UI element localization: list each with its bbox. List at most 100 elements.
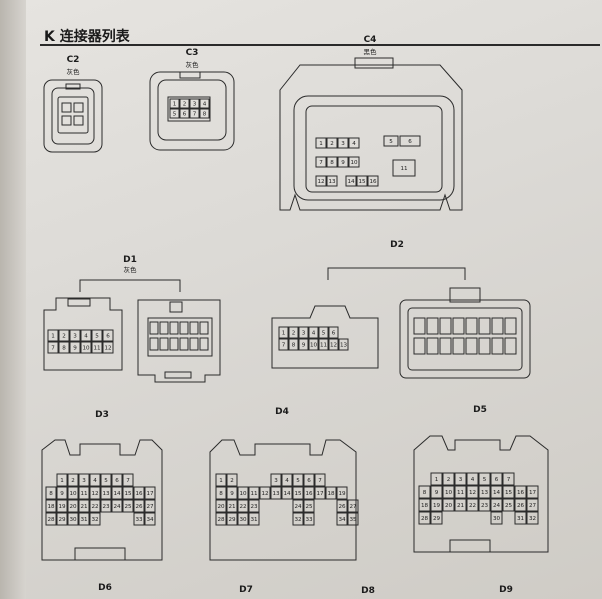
d1-name: D1 bbox=[123, 255, 137, 265]
pin-number: 28 bbox=[217, 517, 225, 523]
pin-cell bbox=[47, 329, 59, 342]
pin-cell bbox=[336, 499, 348, 513]
pin-cell bbox=[439, 317, 452, 335]
pin-cell bbox=[281, 473, 293, 487]
pin-cell bbox=[292, 486, 304, 500]
pin-number: 14 bbox=[113, 491, 121, 497]
pin-cell bbox=[337, 156, 349, 168]
pin-cell bbox=[248, 512, 260, 526]
pin-cell bbox=[226, 473, 238, 487]
pin-cell bbox=[328, 326, 339, 339]
pin-number: 30 bbox=[493, 516, 501, 522]
pin-cell bbox=[237, 486, 249, 500]
pin-cell bbox=[56, 473, 68, 487]
pin-number: 30 bbox=[69, 517, 77, 523]
pin-number: 24 bbox=[294, 504, 302, 510]
pin-number: 20 bbox=[217, 504, 225, 510]
pin-cell bbox=[292, 512, 304, 526]
pin-cell bbox=[58, 329, 70, 342]
pin-cell bbox=[189, 108, 200, 119]
pin-cell bbox=[452, 317, 465, 335]
pin-number: 13 bbox=[102, 491, 110, 497]
pin-cell bbox=[514, 511, 527, 525]
pin-number: 15 bbox=[124, 491, 132, 497]
pin-cell bbox=[418, 485, 431, 499]
pin-cell bbox=[478, 317, 491, 335]
pin-cell bbox=[288, 326, 299, 339]
pin-number: 7 bbox=[126, 478, 130, 484]
pin-number: 3 bbox=[73, 334, 77, 340]
pin-cell bbox=[102, 341, 114, 354]
pin-number: 15 bbox=[294, 491, 302, 497]
pin-cell bbox=[426, 337, 439, 355]
pin-cell bbox=[466, 498, 479, 512]
pin-number: 10 bbox=[69, 491, 77, 497]
pin-number: 9 bbox=[341, 160, 345, 166]
pin-cell bbox=[80, 329, 92, 342]
pin-cell bbox=[303, 512, 315, 526]
pin-number: 9 bbox=[73, 346, 77, 352]
pin-cell bbox=[442, 485, 455, 499]
pin-cell bbox=[491, 337, 504, 355]
pin-number: 12 bbox=[91, 491, 98, 497]
pin-number: 5 bbox=[104, 478, 108, 484]
pin-cell bbox=[199, 108, 210, 119]
pin-cell bbox=[478, 485, 491, 499]
pin-cell bbox=[144, 512, 156, 526]
pin-number: 26 bbox=[338, 504, 346, 510]
pin-number: 12 bbox=[330, 343, 337, 349]
pin-number: 19 bbox=[338, 491, 346, 497]
pin-number: 10 bbox=[310, 343, 318, 349]
pin-cell bbox=[315, 175, 327, 187]
pin-number: 13 bbox=[340, 343, 348, 349]
pin-cell bbox=[314, 473, 326, 487]
pin-number: 23 bbox=[250, 504, 258, 510]
pin-cell bbox=[189, 321, 199, 335]
pin-cell bbox=[454, 498, 467, 512]
pin-number: 30 bbox=[239, 517, 247, 523]
pin-number: 11 bbox=[250, 491, 258, 497]
pin-cell bbox=[45, 486, 57, 500]
pin-cell bbox=[336, 512, 348, 526]
pin-number: 17 bbox=[316, 491, 324, 497]
pin-cell bbox=[318, 326, 329, 339]
pin-cell bbox=[478, 498, 491, 512]
pin-cell bbox=[237, 499, 249, 513]
pin-number: 7 bbox=[282, 343, 286, 349]
pin-cell bbox=[292, 473, 304, 487]
pin-number: 9 bbox=[302, 343, 306, 349]
pin-cell bbox=[78, 486, 90, 500]
pin-cell bbox=[144, 486, 156, 500]
pin-number: 22 bbox=[239, 504, 246, 510]
pin-cell bbox=[179, 108, 190, 119]
pin-cell bbox=[56, 486, 68, 500]
pin-cell bbox=[315, 137, 327, 149]
pin-cell bbox=[226, 499, 238, 513]
pin-number: 34 bbox=[146, 517, 154, 523]
pin-cell bbox=[318, 338, 329, 351]
pin-number: 1 bbox=[173, 102, 177, 108]
pin-cell bbox=[430, 511, 443, 525]
pin-cell bbox=[270, 473, 282, 487]
pin-number: 22 bbox=[91, 504, 98, 510]
pin-number: 3 bbox=[274, 478, 278, 484]
pin-cell bbox=[69, 329, 81, 342]
pin-cell bbox=[399, 135, 421, 147]
pin-number: 11 bbox=[80, 491, 88, 497]
pin-cell bbox=[325, 486, 337, 500]
page-title: K 连接器列表 bbox=[44, 29, 130, 45]
pin-cell bbox=[347, 512, 359, 526]
pin-number: 26 bbox=[517, 503, 525, 509]
pin-cell bbox=[100, 499, 112, 513]
pin-cell bbox=[490, 485, 503, 499]
pin-number: 5 bbox=[389, 139, 393, 145]
pin-cell bbox=[89, 473, 101, 487]
pin-cell bbox=[303, 486, 315, 500]
pin-number: 32 bbox=[294, 517, 301, 523]
pin-cell bbox=[336, 486, 348, 500]
pin-cell bbox=[478, 337, 491, 355]
